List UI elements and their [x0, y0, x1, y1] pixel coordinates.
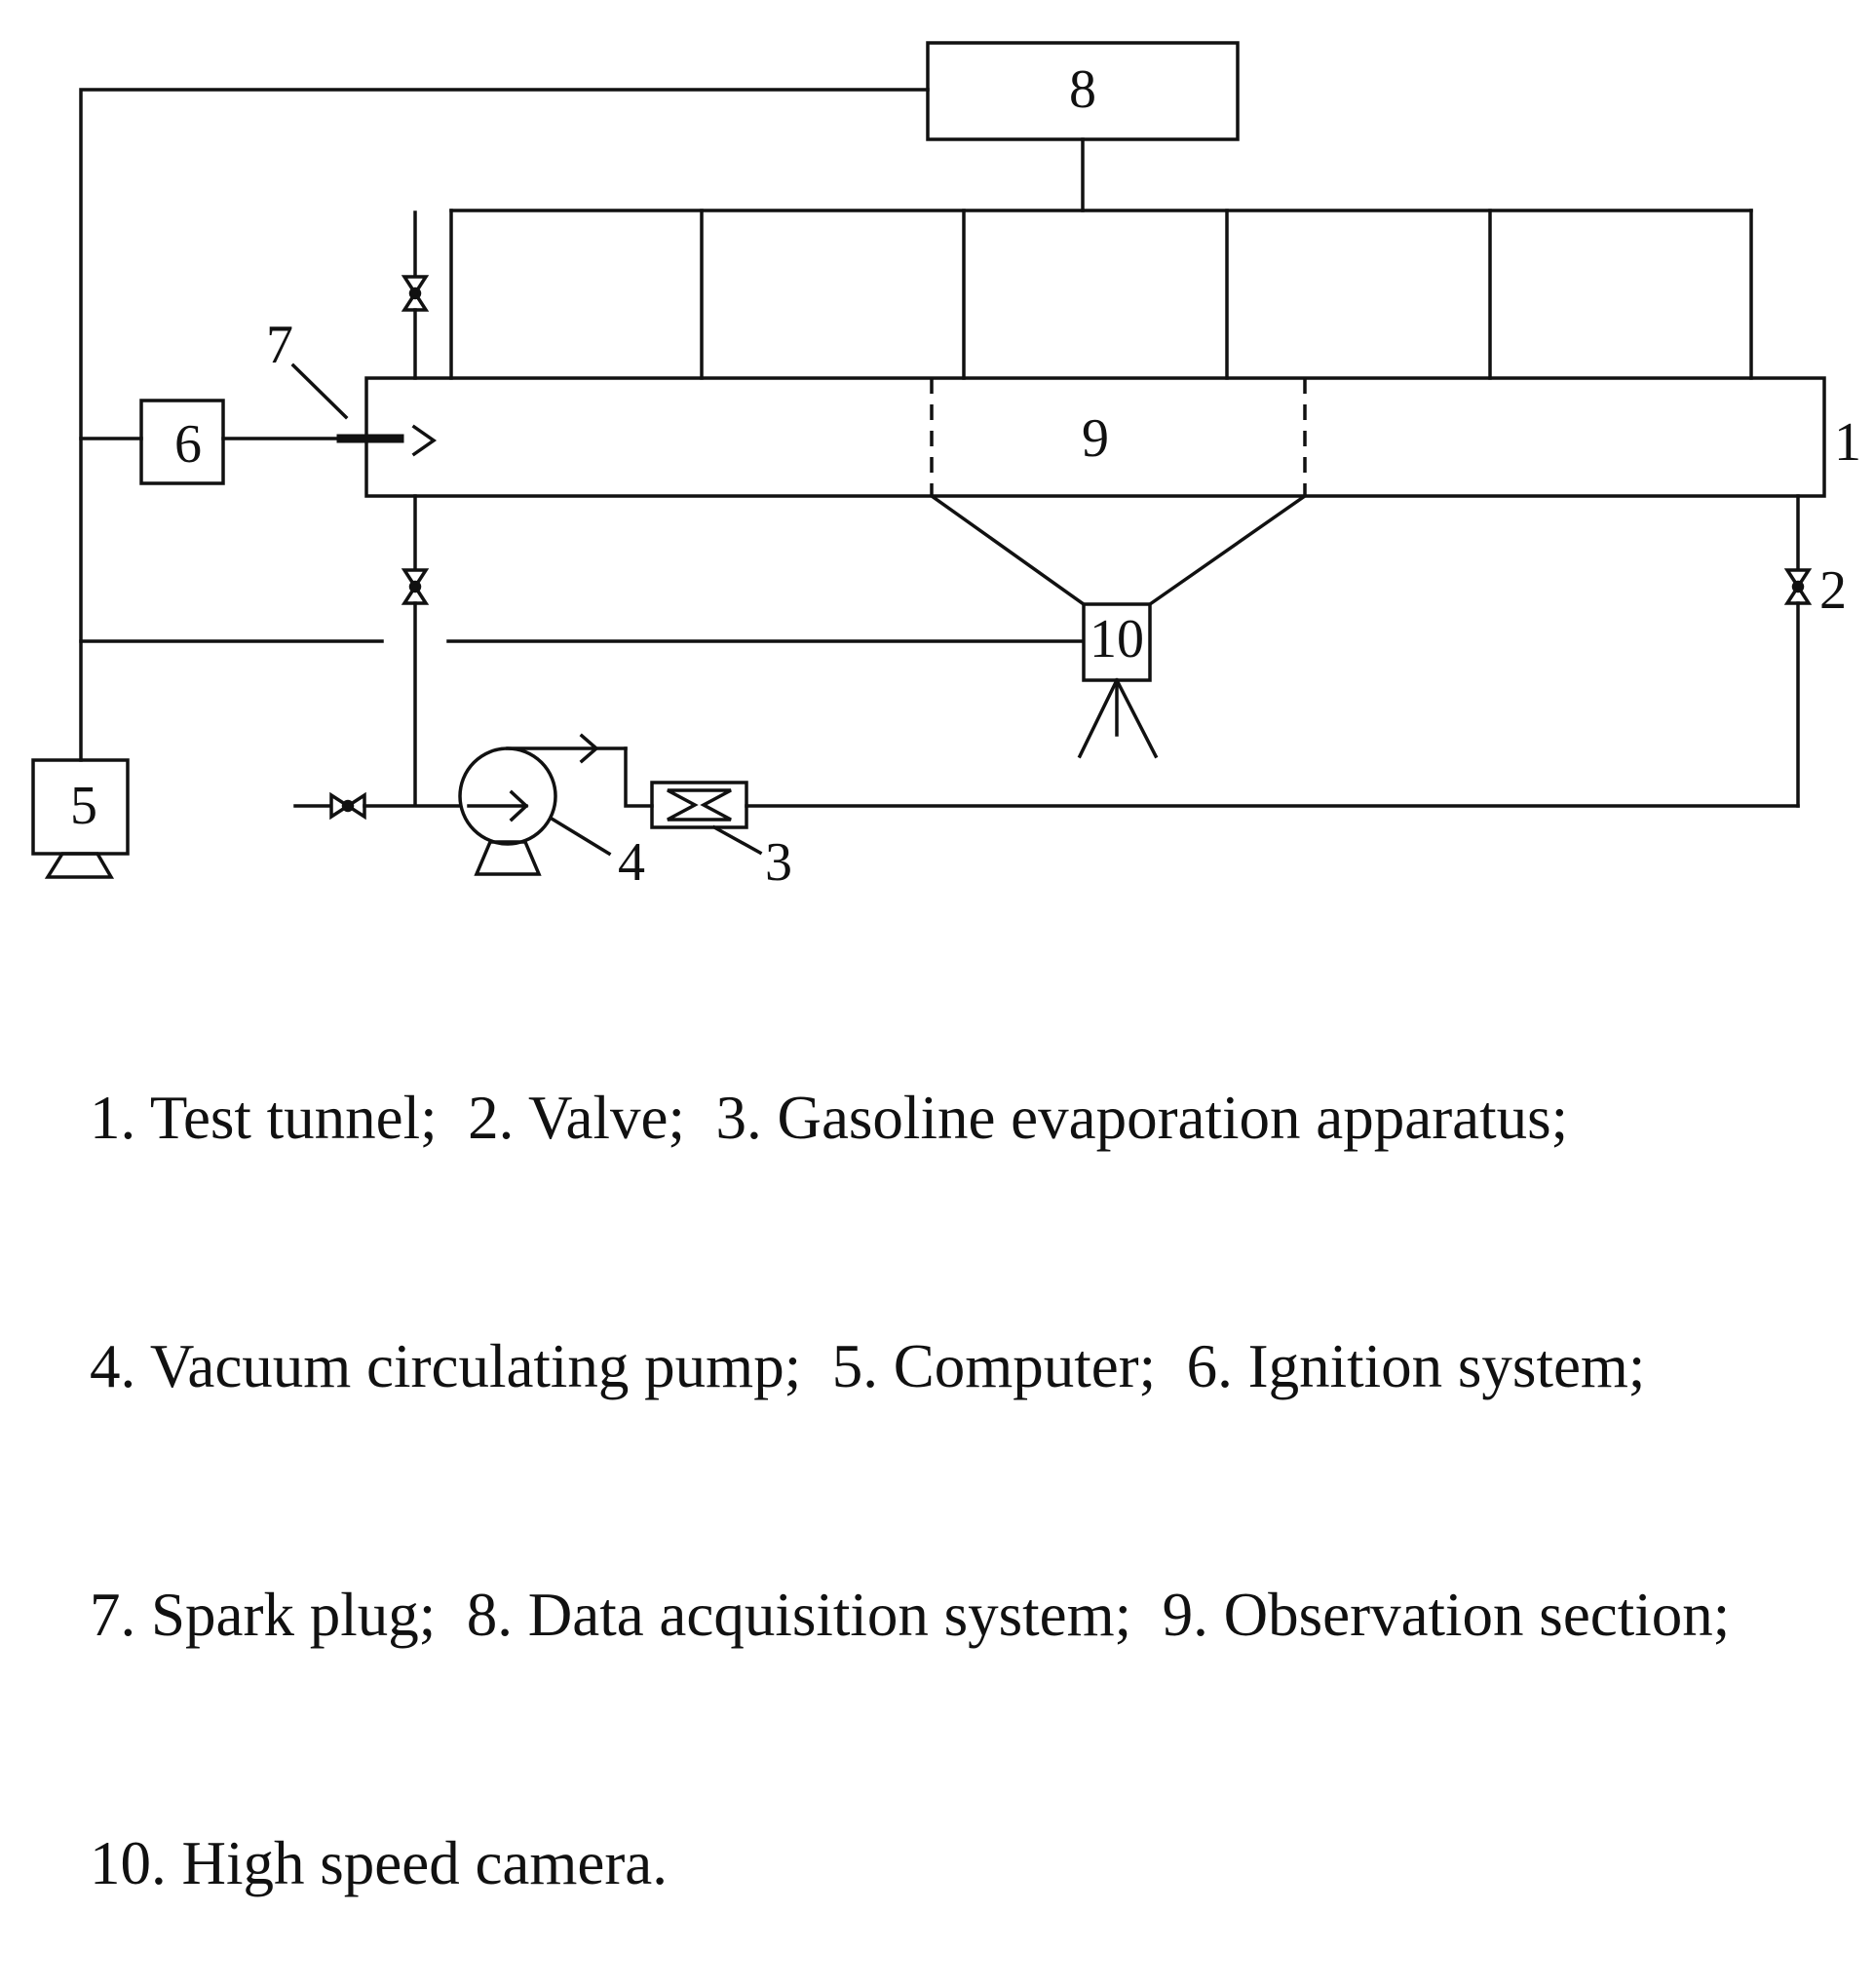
- evaporator-leader: [711, 824, 763, 856]
- return-valve: 2: [1783, 494, 1847, 808]
- pump-outlet-pipe: [624, 746, 654, 808]
- data-acquisition-system: 8: [926, 41, 1240, 141]
- vent-valve: [401, 210, 430, 380]
- label-9: 9: [1082, 408, 1109, 469]
- label-5: 5: [70, 776, 97, 836]
- label-6: 6: [174, 414, 202, 475]
- inlet-valve: [293, 791, 460, 821]
- computer: 5: [31, 758, 130, 879]
- label-10: 10: [1090, 609, 1144, 669]
- label-2: 2: [1819, 560, 1847, 621]
- pump-leader: [549, 816, 612, 857]
- legend-line-1: 1. Test tunnel; 2. Valve; 3. Gasoline ev…: [90, 1084, 1569, 1152]
- label-3: 3: [765, 832, 792, 893]
- label-1: 1: [1834, 412, 1861, 473]
- gasoline-evaporation-apparatus: 3: [650, 781, 792, 893]
- sensor-leads: [449, 209, 1753, 380]
- legend-line-3: 7. Spark plug; 8. Data acquisition syste…: [90, 1581, 1731, 1649]
- legend-line-4: 10. High speed camera.: [90, 1829, 669, 1897]
- test-tunnel: 1: [364, 376, 1861, 498]
- spark-plug-leader: [290, 363, 349, 420]
- label-8: 8: [1069, 59, 1096, 120]
- legend-line-2: 4. Vacuum circulating pump; 5. Computer;…: [90, 1332, 1646, 1400]
- vacuum-valve: [401, 494, 430, 805]
- vacuum-pump: 4: [458, 733, 645, 893]
- observation-section: 9: [930, 378, 1307, 496]
- label-4: 4: [618, 832, 645, 893]
- high-speed-camera: 10: [929, 493, 1308, 759]
- wire-daq-to-computer: [79, 88, 930, 762]
- spark-plug: 7: [266, 315, 438, 457]
- experimental-setup-diagram: 8 1 9 7 6: [31, 41, 1861, 893]
- legend: 1. Test tunnel; 2. Valve; 3. Gasoline ev…: [90, 911, 1844, 1988]
- ignition-system: 6: [139, 399, 225, 485]
- label-7: 7: [266, 315, 293, 375]
